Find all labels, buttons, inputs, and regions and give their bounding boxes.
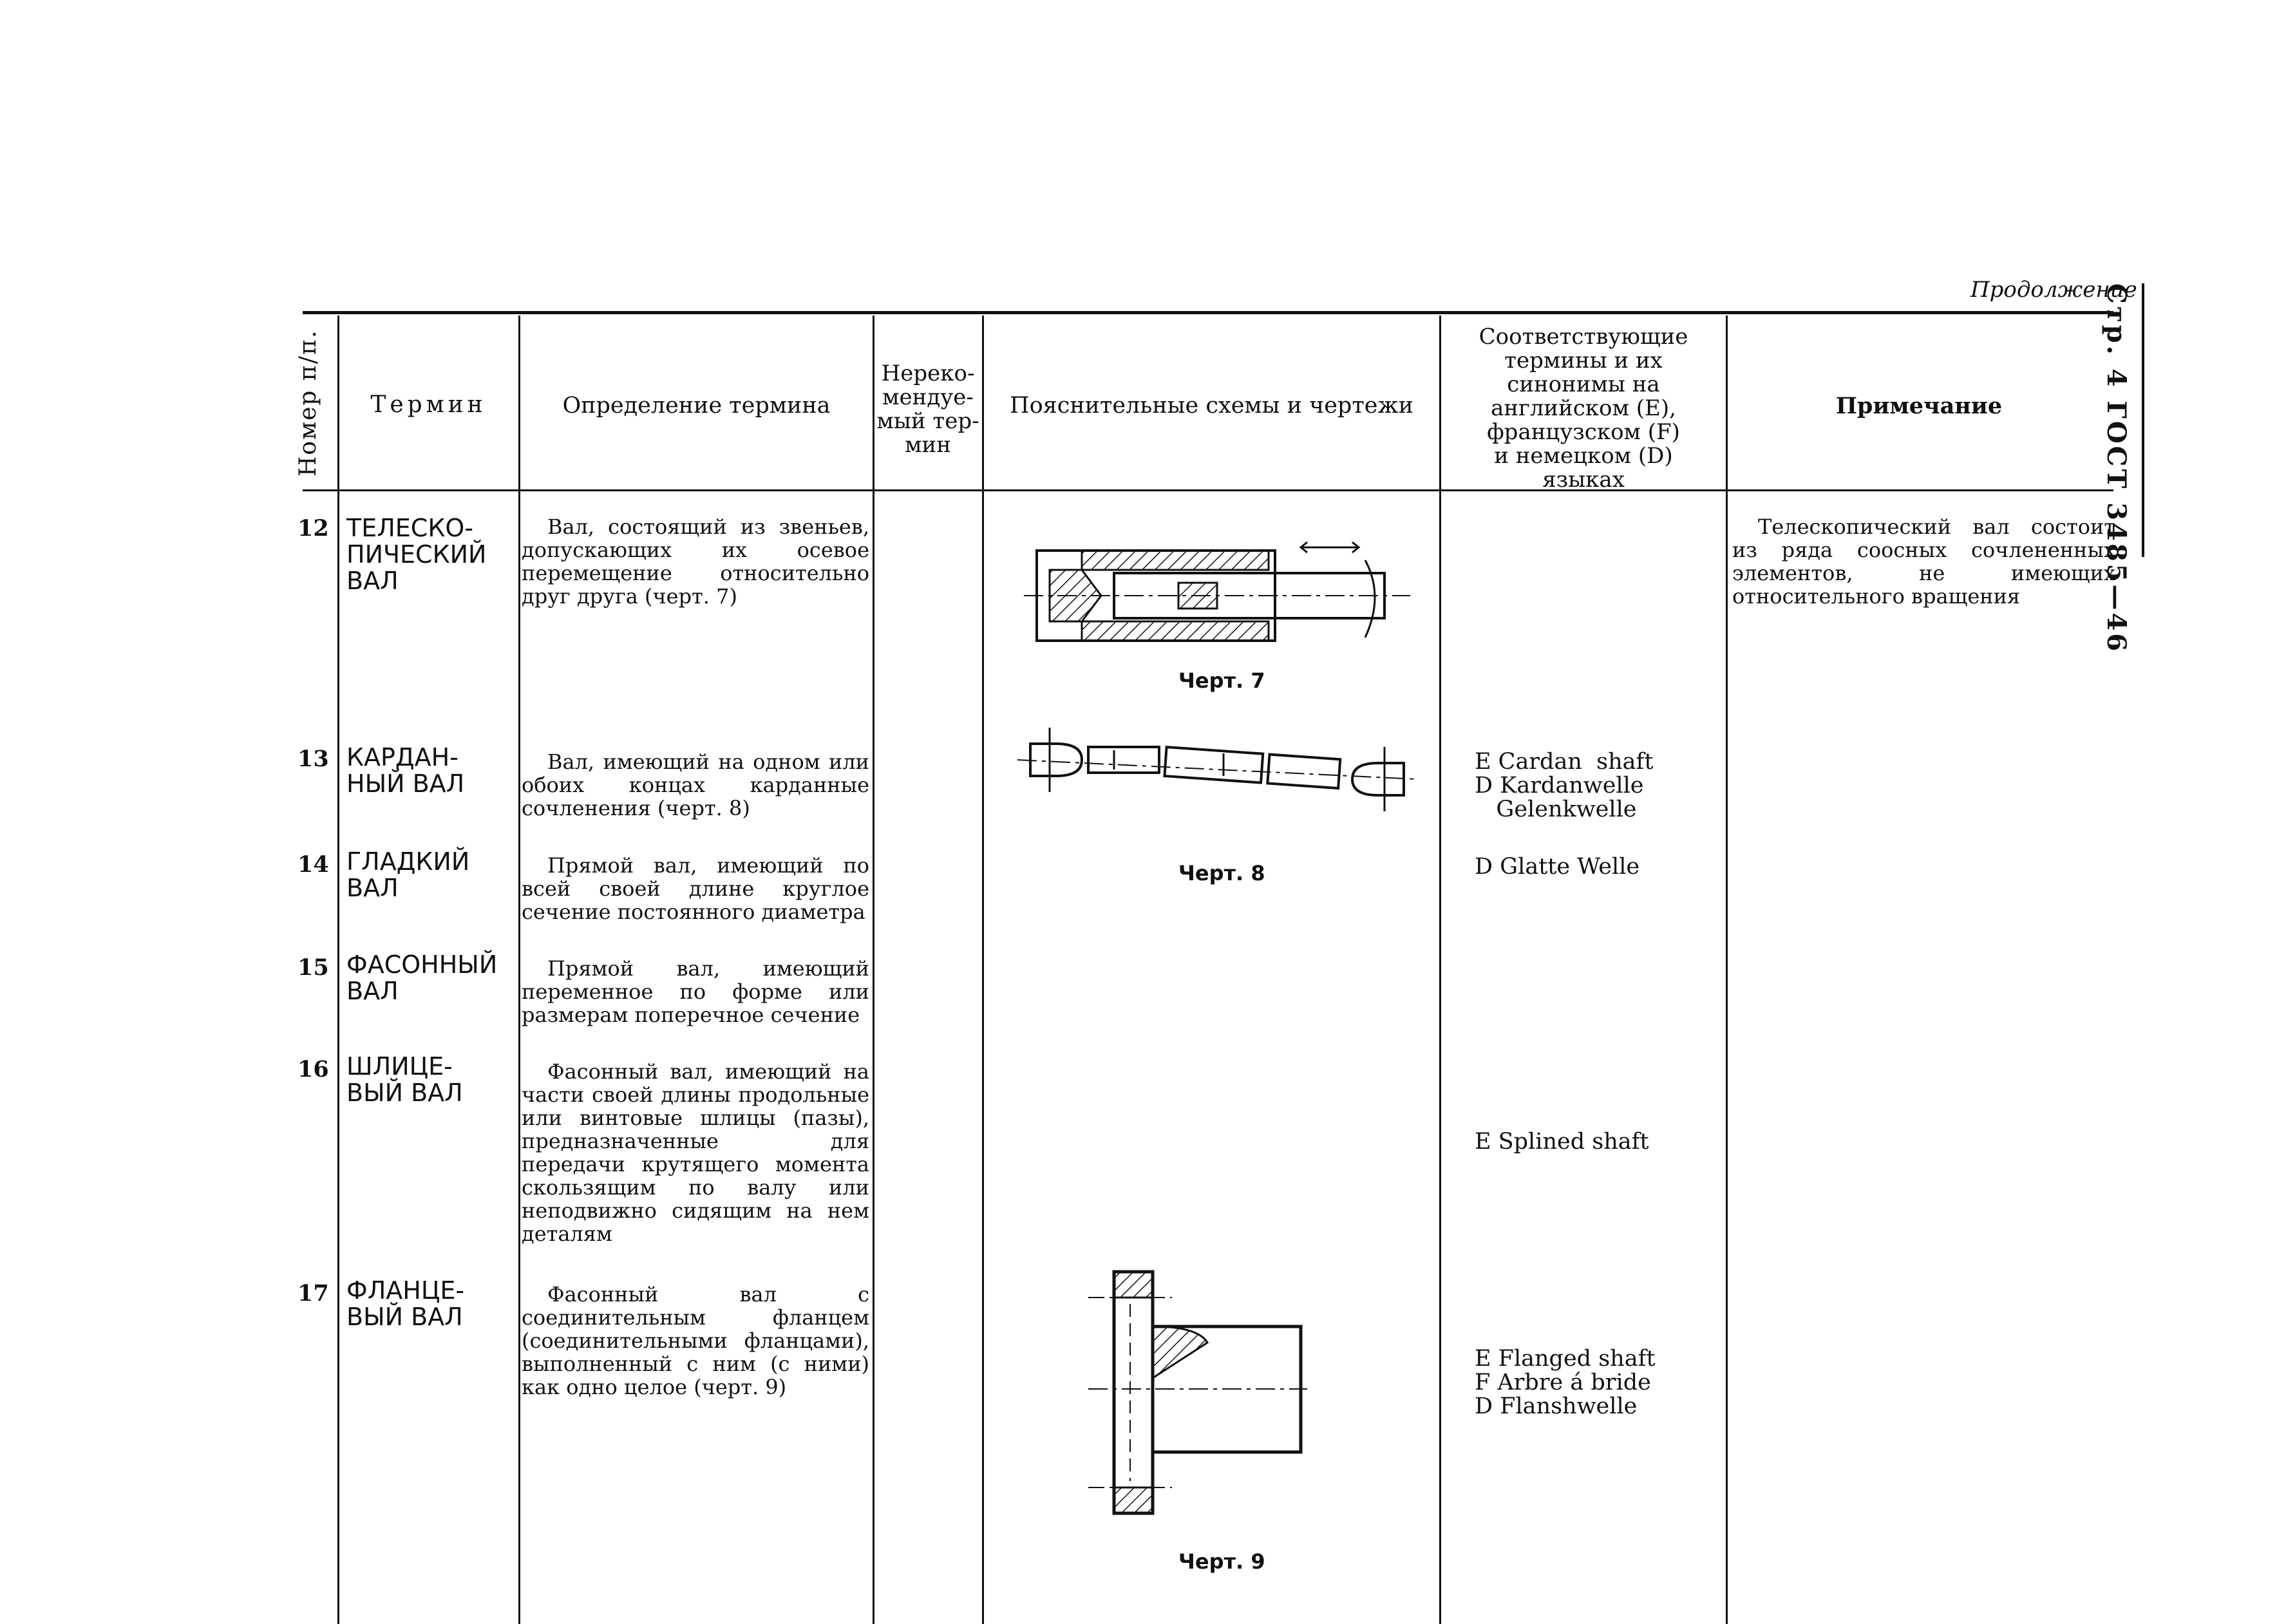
row-term: ФЛАНЦЕ- ВЫЙ ВАЛ (346, 1276, 465, 1331)
row-term: ШЛИЦЕ- ВЫЙ ВАЛ (346, 1052, 463, 1107)
table-top-rule (303, 311, 2113, 314)
figure-8-caption: Черт. 8 (1178, 861, 1265, 885)
row-note: Телескопический вал состоит из ряда соос… (1732, 515, 2115, 609)
row-equivalents: E Splined shaft (1475, 1129, 1649, 1155)
row-term: ФАСОННЫЙ ВАЛ (346, 950, 498, 1005)
figure-9-caption: Черт. 9 (1178, 1549, 1265, 1574)
row-number: 16 (298, 1056, 329, 1082)
table-header-rule (303, 489, 2113, 491)
header-schemes: Пояснительные схемы и чертежи (1010, 393, 1413, 419)
figure-7-telescopic-shaft (1024, 541, 1410, 642)
col-divider-5 (1439, 316, 1441, 1624)
row-definition: Вал, имеющий на одном или обоих концах к… (522, 750, 869, 820)
col-divider-6 (1726, 316, 1728, 1624)
row-definition: Фасонный вал, имеющий на части своей дли… (522, 1059, 869, 1246)
figure-9-flanged-shaft (1088, 1270, 1307, 1515)
col-divider-1 (337, 316, 339, 1624)
row-definition: Фасонный вал с соединительным фланцем (с… (522, 1282, 869, 1399)
row-number: 12 (298, 515, 329, 542)
header-equivalents: Соответствующие термины и их синонимы на… (1479, 324, 1688, 493)
continuation-label: Продолжение (1970, 277, 2137, 303)
row-term: ТЕЛЕСКО- ПИЧЕСКИЙ ВАЛ (346, 514, 487, 595)
col-divider-3 (873, 316, 874, 1624)
row-equivalents: E Cardan shaft D Kardanwelle Gelenkwelle (1475, 749, 1654, 822)
header-number: Номер п/п. (295, 329, 321, 477)
header-term: Термин (370, 392, 487, 418)
row-number: 14 (298, 851, 329, 878)
row-equivalents: D Glatte Welle (1475, 854, 1640, 880)
row-number: 17 (298, 1280, 329, 1307)
header-not-recommended: Нереко- мендуе- мый тер- мин (876, 361, 979, 458)
figure-7-caption: Черт. 7 (1178, 668, 1265, 693)
row-term: КАРДАН- НЫЙ ВАЛ (346, 743, 465, 798)
header-definition: Определение термина (562, 393, 831, 419)
row-definition: Прямой вал, имеющий переменное по форме … (522, 956, 869, 1027)
row-definition: Прямой вал, имеющий по всей своей длине … (522, 853, 869, 924)
side-header-rule (2142, 283, 2144, 557)
row-term: ГЛАДКИЙ ВАЛ (346, 847, 470, 902)
row-number: 15 (298, 954, 329, 981)
figure-8-cardan-shaft (1017, 728, 1417, 811)
header-note: Примечание (1835, 393, 2003, 419)
row-equivalents: E Flanged shaft F Arbre á bride D Flansh… (1475, 1346, 1656, 1419)
col-divider-2 (518, 316, 520, 1624)
row-definition: Вал, состоящий из звеньев, допускающих и… (522, 515, 869, 609)
row-number: 13 (298, 746, 329, 772)
col-divider-4 (982, 316, 984, 1624)
